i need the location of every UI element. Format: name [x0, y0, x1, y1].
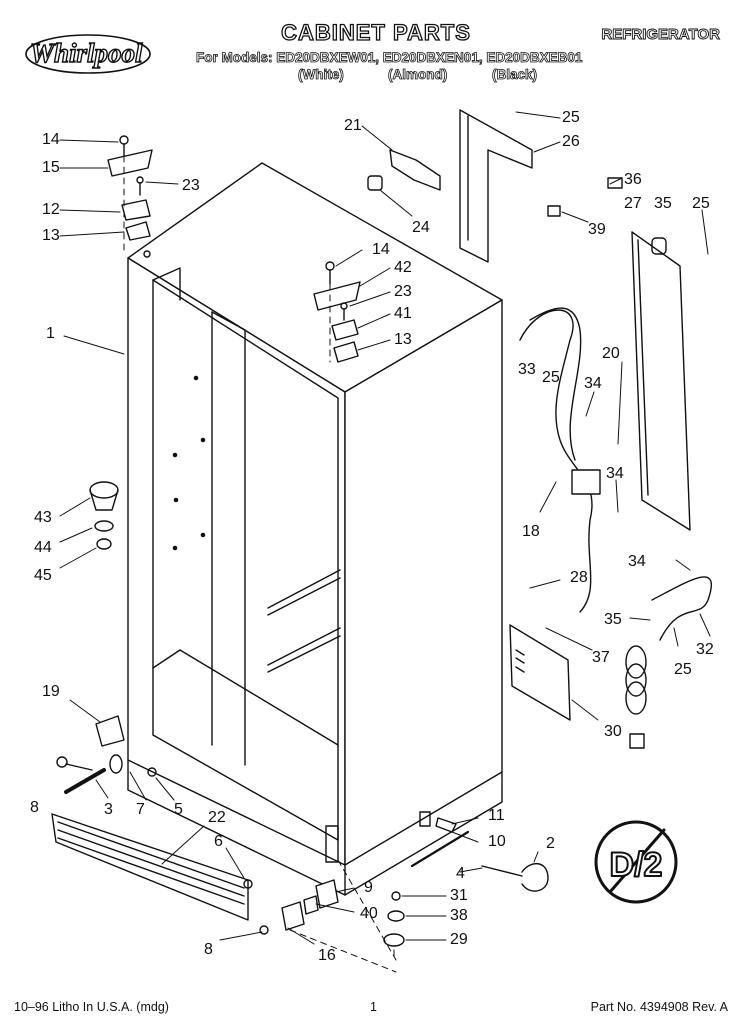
- callout-34: 34: [628, 553, 646, 570]
- logo-oval: [25, 34, 151, 74]
- callout-7: 7: [136, 801, 145, 818]
- callout-21: 21: [344, 117, 362, 134]
- callout-41: 41: [394, 305, 412, 322]
- bottom-hardware: [56, 715, 157, 794]
- callout-25: 25: [562, 109, 580, 126]
- callout-16: 16: [318, 947, 336, 964]
- cabinet-shell: [127, 162, 503, 896]
- leveling-parts: [243, 817, 549, 947]
- whirlpool-logo: Whirlpool: [29, 37, 143, 68]
- callout-3: 3: [104, 801, 113, 818]
- d2-badge: D/2: [594, 820, 678, 904]
- callout-9: 9: [364, 879, 373, 896]
- callout-25: 25: [542, 369, 560, 386]
- d2-badge-text: D/2: [610, 846, 663, 884]
- leader-lines: [59, 111, 711, 945]
- top-hinge-right: [313, 261, 361, 363]
- toe-grille: [51, 813, 249, 921]
- callout-35: 35: [604, 611, 622, 628]
- callout-11: 11: [488, 807, 505, 824]
- callout-45: 45: [34, 567, 52, 584]
- callout-23: 23: [394, 283, 412, 300]
- callout-14: 14: [42, 131, 60, 148]
- footer-page-number: 1: [370, 1000, 377, 1014]
- callout-27: 27: [624, 195, 642, 212]
- wire-harness: [519, 307, 601, 613]
- callout-38: 38: [450, 907, 468, 924]
- assembly-guides: [123, 155, 397, 973]
- callout-22: 22: [208, 809, 226, 826]
- callout-4: 4: [456, 865, 465, 882]
- variant-white: (White): [298, 67, 345, 83]
- callout-25: 25: [692, 195, 710, 212]
- top-hinge-left: [107, 135, 153, 241]
- callout-34: 34: [584, 375, 602, 392]
- callout-30: 30: [604, 723, 622, 740]
- callout-24: 24: [412, 219, 430, 236]
- callout-43: 43: [34, 509, 52, 526]
- callout-23: 23: [182, 177, 200, 194]
- callout-28: 28: [570, 569, 588, 586]
- variant-black: (Black): [492, 67, 538, 83]
- callout-26: 26: [562, 133, 580, 150]
- callout-2: 2: [546, 835, 555, 852]
- callout-19: 19: [42, 683, 60, 700]
- callout-14: 14: [372, 241, 390, 258]
- callout-25: 25: [674, 661, 692, 678]
- variant-almond: (Almond): [388, 67, 448, 83]
- callout-44: 44: [34, 539, 52, 556]
- callout-40: 40: [360, 905, 378, 922]
- machine-compartment-cover: [509, 624, 571, 721]
- footer-part-number: Part No. 4394908 Rev. A: [590, 1000, 728, 1014]
- callout-18: 18: [522, 523, 540, 540]
- callout-8: 8: [204, 941, 213, 958]
- product-category: REFRIGERATOR: [601, 26, 721, 44]
- callout-36: 36: [624, 171, 642, 188]
- callout-37: 37: [592, 649, 610, 666]
- air-duct-panel: [631, 231, 691, 531]
- callout-31: 31: [450, 887, 468, 904]
- footer-print-info: 10–96 Litho In U.S.A. (mdg): [14, 1000, 169, 1014]
- callout-42: 42: [394, 259, 412, 276]
- callout-1: 1: [46, 325, 55, 342]
- power-cord: [625, 576, 713, 749]
- damper-bracket: [367, 149, 441, 191]
- callout-20: 20: [602, 345, 620, 362]
- callout-labels: 14 15 23 12 13 21 24 25 26 36 39 27 35 2…: [30, 109, 714, 964]
- callout-33: 33: [518, 361, 536, 378]
- callout-13: 13: [394, 331, 412, 348]
- page-title: CABINET PARTS: [280, 19, 471, 45]
- callout-32: 32: [696, 641, 714, 658]
- callout-39: 39: [588, 221, 606, 238]
- callout-29: 29: [450, 931, 468, 948]
- back-wall-cover: [459, 109, 533, 263]
- drain-cup: [89, 481, 119, 550]
- callout-15: 15: [42, 159, 60, 176]
- clips: [547, 177, 667, 255]
- callout-13: 13: [42, 227, 60, 244]
- callout-10: 10: [488, 833, 506, 850]
- callout-12: 12: [42, 201, 60, 218]
- callout-8: 8: [30, 799, 39, 816]
- callout-34: 34: [606, 465, 624, 482]
- callout-5: 5: [174, 801, 183, 818]
- model-list: For Models: ED20DBXEW01, ED20DBXEN01, ED…: [196, 50, 583, 66]
- callout-6: 6: [214, 833, 223, 850]
- callout-35: 35: [654, 195, 672, 212]
